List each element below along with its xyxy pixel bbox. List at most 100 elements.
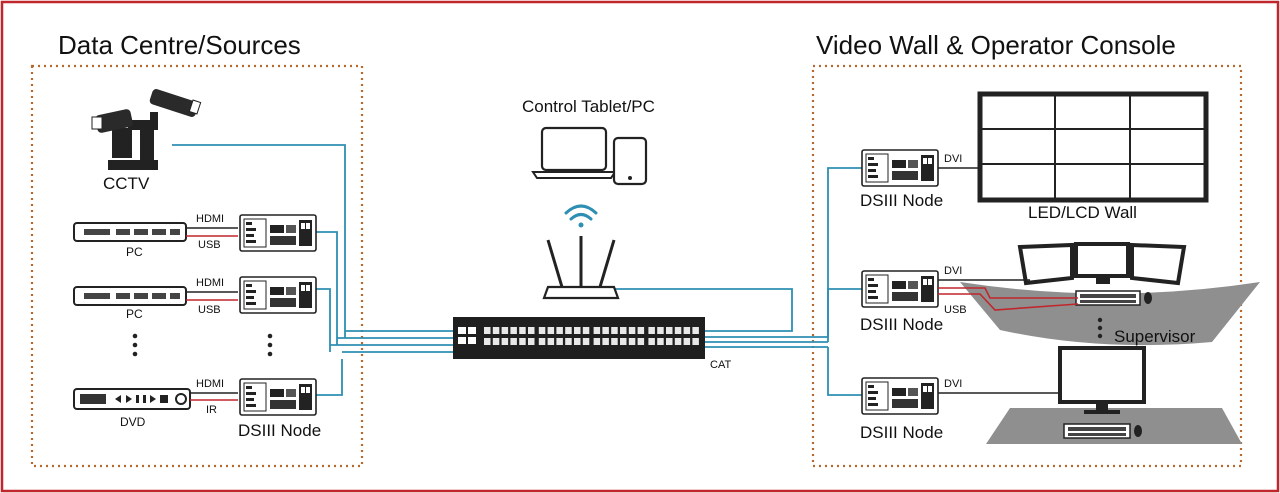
switch-port bbox=[556, 338, 563, 345]
usb-label-3: USB bbox=[944, 304, 967, 316]
laptop-icon bbox=[531, 126, 617, 179]
switch-port bbox=[582, 327, 590, 334]
pc-2-label: PC bbox=[126, 307, 143, 321]
switch-port bbox=[528, 327, 535, 334]
switch-port bbox=[692, 327, 699, 334]
right-section-title: Video Wall & Operator Console bbox=[816, 30, 1176, 60]
usb-label-1: USB bbox=[198, 239, 221, 251]
ir-label: IR bbox=[206, 404, 217, 416]
tablet-icon bbox=[612, 136, 648, 186]
switch-port bbox=[666, 338, 673, 345]
dsiii-node-right-2 bbox=[861, 270, 939, 308]
switch-port bbox=[519, 327, 526, 334]
dsiii-node-right-1-label: DSIII Node bbox=[860, 191, 943, 210]
switch-port bbox=[510, 338, 517, 345]
curved-monitors-icon bbox=[1017, 242, 1187, 286]
pc-1-icon bbox=[73, 222, 187, 242]
switch-port bbox=[538, 338, 546, 345]
switch-port bbox=[492, 327, 500, 334]
switch-port bbox=[674, 327, 682, 334]
switch-port bbox=[547, 327, 555, 334]
dsiii-node-left-3 bbox=[239, 378, 317, 416]
switch-port bbox=[510, 327, 517, 334]
switch-port bbox=[611, 327, 618, 334]
switch-port bbox=[501, 327, 509, 334]
dsiii-node-right-3-label: DSIII Node bbox=[860, 423, 943, 442]
dsiii-node-left-2 bbox=[239, 276, 317, 314]
control-tablet-label: Control Tablet/PC bbox=[522, 97, 655, 116]
network-cables bbox=[172, 144, 862, 396]
left-section-title: Data Centre/Sources bbox=[58, 30, 301, 60]
switch-port bbox=[648, 327, 655, 334]
switch-port bbox=[519, 338, 526, 345]
switch-port bbox=[528, 338, 535, 345]
usb-cable-supervisor bbox=[938, 287, 1079, 311]
hdmi-label-1: HDMI bbox=[196, 213, 224, 225]
dsiii-node-left-label: DSIII Node bbox=[238, 421, 321, 440]
switch-port bbox=[602, 338, 609, 345]
dvi-label-3: DVI bbox=[944, 378, 962, 390]
switch-port bbox=[666, 327, 673, 334]
cctv-camera-icon bbox=[91, 89, 202, 170]
switch-port bbox=[574, 327, 581, 334]
operator-keyboard-icon bbox=[1063, 423, 1142, 439]
switch-port bbox=[637, 327, 645, 334]
switch-port bbox=[683, 338, 691, 345]
switch-port bbox=[611, 338, 618, 345]
switch-port bbox=[620, 327, 627, 334]
switch-port bbox=[674, 338, 682, 345]
switch-port bbox=[628, 327, 636, 334]
wifi-icon bbox=[564, 204, 598, 228]
pc-1-label: PC bbox=[126, 245, 143, 259]
switch-port bbox=[692, 338, 699, 345]
supervisor-label: Supervisor bbox=[1114, 327, 1196, 346]
dsiii-node-right-2-label: DSIII Node bbox=[860, 315, 943, 334]
cat-label: CAT bbox=[710, 359, 731, 371]
switch-port bbox=[484, 327, 491, 334]
switch-port bbox=[620, 338, 627, 345]
led-lcd-wall-icon bbox=[977, 91, 1209, 203]
switch-port bbox=[683, 327, 691, 334]
dvd-player-icon bbox=[73, 388, 191, 410]
dsiii-node-left-1 bbox=[239, 214, 317, 252]
operator-monitor-icon bbox=[1058, 346, 1146, 414]
source-wires bbox=[186, 227, 238, 401]
dsiii-node-right-3 bbox=[861, 377, 939, 415]
supervisor-ellipsis bbox=[1097, 317, 1103, 339]
dvd-label: DVD bbox=[120, 415, 146, 429]
switch-port bbox=[574, 338, 581, 345]
switch-port bbox=[538, 327, 546, 334]
switch-port bbox=[657, 327, 664, 334]
switch-port bbox=[547, 338, 555, 345]
more-sources-ellipsis bbox=[132, 333, 273, 357]
supervisor-keyboard-icon bbox=[1075, 290, 1152, 306]
switch-port bbox=[593, 327, 601, 334]
switch-port bbox=[556, 327, 563, 334]
switch-port bbox=[565, 338, 572, 345]
dvi-label-1: DVI bbox=[944, 153, 962, 165]
switch-port bbox=[637, 338, 645, 345]
switch-port bbox=[648, 338, 655, 345]
pc-2-icon bbox=[73, 286, 187, 306]
switch-port bbox=[593, 338, 601, 345]
data-centre-frame bbox=[30, 64, 364, 468]
led-lcd-wall-label: LED/LCD Wall bbox=[1028, 203, 1137, 222]
switch-port bbox=[501, 338, 509, 345]
switch-ports bbox=[484, 327, 699, 345]
dvi-label-2: DVI bbox=[944, 265, 962, 277]
switch-port bbox=[582, 338, 590, 345]
switch-port bbox=[628, 338, 636, 345]
router-icon bbox=[542, 236, 620, 300]
hdmi-label-2: HDMI bbox=[196, 277, 224, 289]
switch-port bbox=[602, 327, 609, 334]
switch-port bbox=[657, 338, 664, 345]
switch-port bbox=[492, 338, 500, 345]
hdmi-label-3: HDMI bbox=[196, 378, 224, 390]
cctv-label: CCTV bbox=[103, 174, 150, 193]
switch-port bbox=[484, 338, 491, 345]
switch-port bbox=[565, 327, 572, 334]
dsiii-node-right-1 bbox=[861, 149, 939, 187]
